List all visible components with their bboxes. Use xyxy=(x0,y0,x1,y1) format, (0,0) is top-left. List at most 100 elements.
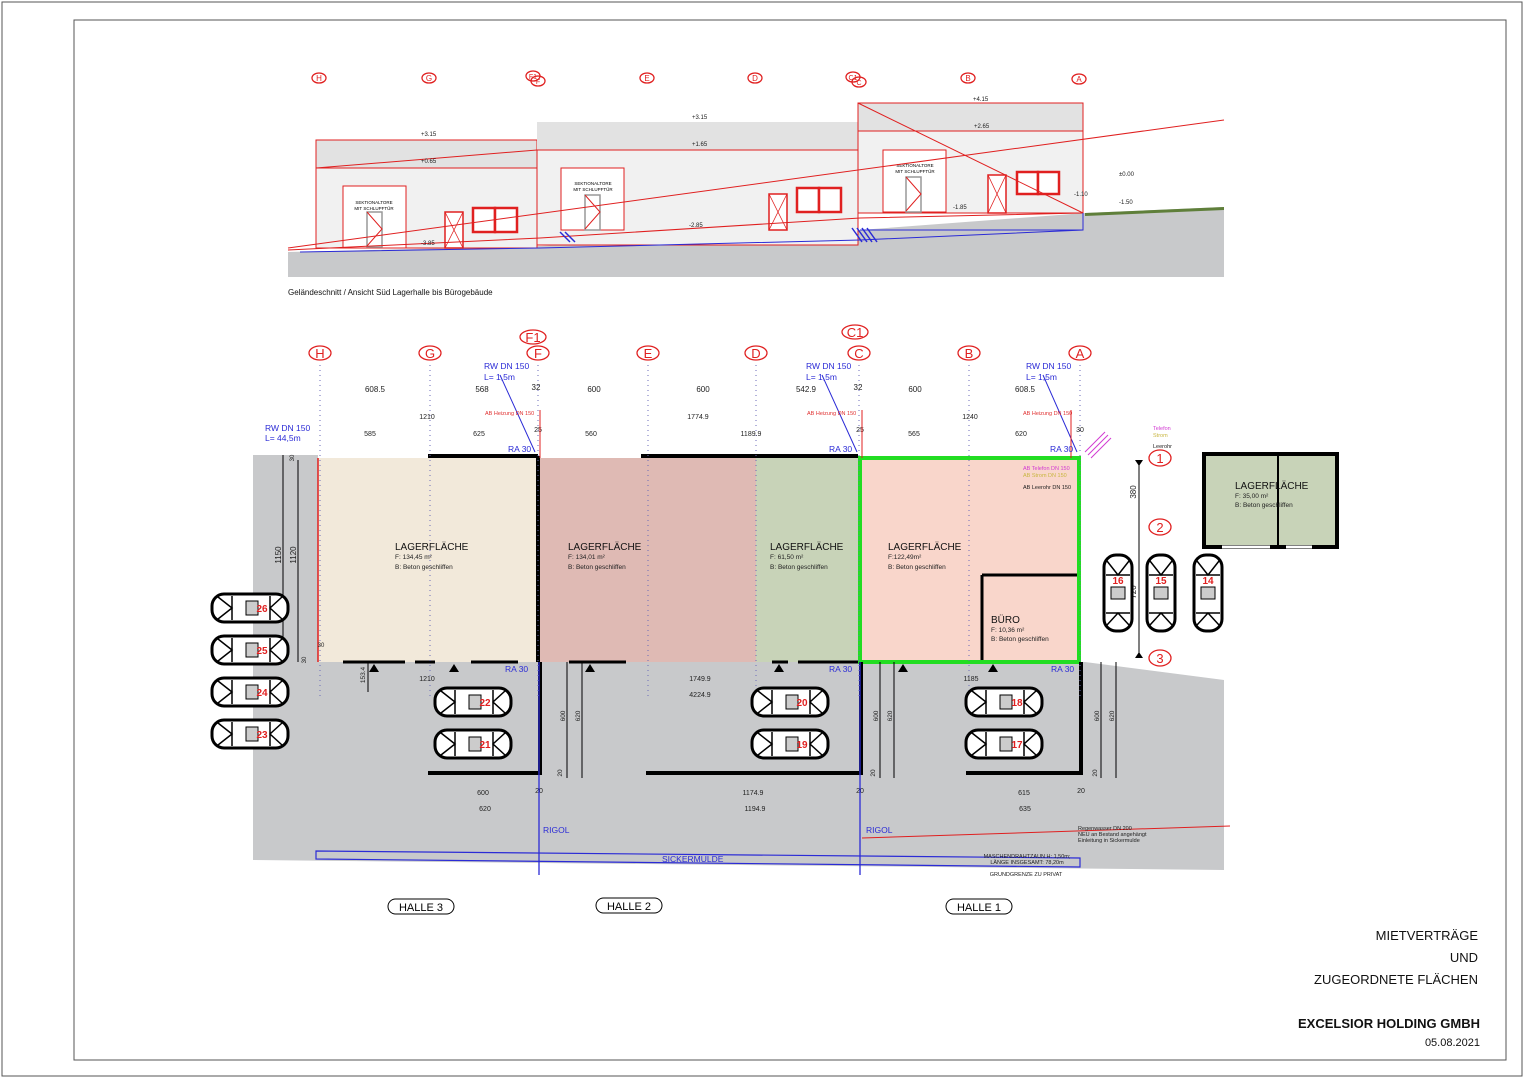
area-labels: LAGERFLÄCHE F: 134,45 m² B: Beton geschl… xyxy=(395,541,1049,643)
paved-area xyxy=(253,455,1224,870)
fence-note: MASCHENDRAHTZAUN H: 1,50m; xyxy=(984,854,1071,860)
dimension: 153.4 xyxy=(360,666,367,683)
parking-spaces: 26 25 24 23 22 21 20 19 18 17 16 15 14 xyxy=(210,553,1224,760)
title-block: MIETVERTRÄGE UND ZUGEORDNETE FLÄCHEN EXC… xyxy=(1298,928,1480,1049)
parking-number: 14 xyxy=(1202,576,1214,587)
axis-marker xyxy=(311,72,327,84)
area-floor: B: Beton geschliffen xyxy=(888,564,946,571)
dimension: 585 xyxy=(364,431,376,438)
level-label: +3.15 xyxy=(421,132,437,138)
parking-number: 22 xyxy=(479,698,491,709)
parking-number: 20 xyxy=(796,698,808,709)
dimension: 600 xyxy=(587,385,601,394)
dimension: 620 xyxy=(575,710,582,721)
axis-marker xyxy=(747,72,763,84)
area-size: F: 134,45 m² xyxy=(395,554,433,561)
axis-label: A xyxy=(1076,346,1085,361)
axis-label: G xyxy=(425,346,435,361)
sectional-door: SEKTIONALTORE MIT SCHLUPFTÜR xyxy=(342,185,407,249)
area-floor: B: Beton geschliffen xyxy=(568,564,626,571)
grid-row-label: 2 xyxy=(1156,520,1163,535)
parking-number: 25 xyxy=(256,646,268,657)
heating-pipe-label: AB Heizung DN 150 xyxy=(807,411,856,417)
dimension: 600 xyxy=(1094,710,1101,721)
axis-label: B xyxy=(965,346,974,361)
downpipe-length: L= 1,5m xyxy=(1026,372,1057,382)
level-label: +0.65 xyxy=(421,159,437,165)
walls xyxy=(343,454,1083,775)
dimension: 1194.9 xyxy=(745,806,766,813)
dimension: 1210 xyxy=(419,676,435,683)
dimension: 620 xyxy=(887,710,894,721)
dimension: 1150 xyxy=(274,546,283,564)
area-title: LAGERFLÄCHE xyxy=(568,541,642,553)
parking-car: 25 xyxy=(210,634,290,666)
dimension: 720 xyxy=(1129,585,1138,599)
dimension: 565 xyxy=(908,431,920,438)
rainwater-note: Einleitung in Sickermulde xyxy=(1078,838,1140,844)
parking-number: 26 xyxy=(256,604,268,615)
axis-label: H xyxy=(315,346,324,361)
parking-car: 17 xyxy=(964,728,1044,760)
downpipe-length: L= 44,5m xyxy=(265,433,301,443)
dimension: 608.5 xyxy=(365,385,386,394)
floor-plan: H G F1 F E D C1 C B A 1 2 3 608.5 568 32… xyxy=(210,324,1339,915)
area-title: BÜRO xyxy=(991,614,1020,626)
drain-label: RA 30 xyxy=(829,664,852,674)
rigol-label: RIGOL xyxy=(543,825,570,835)
plan-axes: H G F1 F E D C1 C B A 1 2 3 xyxy=(308,324,1172,667)
axis-marker xyxy=(851,76,867,88)
axis-label: H xyxy=(316,74,322,83)
dimension: 600 xyxy=(908,385,922,394)
drain-label: RA 30 xyxy=(508,444,531,454)
fence-note: LÄNGE INSGESAMT: 78,20m xyxy=(990,859,1064,866)
detached-storage: LAGERFLÄCHE F: 35,00 m² B: Beton geschli… xyxy=(1202,452,1339,549)
dimension: 620 xyxy=(479,806,491,813)
downpipe-length: L= 1,5m xyxy=(484,372,515,382)
dimension: 568 xyxy=(475,385,489,394)
dimension: 1185 xyxy=(963,676,978,683)
downpipe-label: RW DN 150 xyxy=(484,361,529,371)
elevation-caption: Geländeschnitt / Ansicht Süd Lagerhalle … xyxy=(288,288,493,297)
parking-car: 19 xyxy=(750,728,830,760)
grid-row-label: 1 xyxy=(1156,451,1163,466)
hall-label: HALLE 3 xyxy=(399,902,443,914)
title-line: ZUGEORDNETE FLÄCHEN xyxy=(1314,972,1478,987)
parking-number: 24 xyxy=(256,688,268,699)
dimension: 560 xyxy=(585,431,597,438)
axis-label: C xyxy=(854,346,863,361)
heating-pipe-label: AB Heizung DN 150 xyxy=(485,411,534,417)
axis-label: D xyxy=(752,74,758,83)
area-size: F: 35,00 m² xyxy=(1235,493,1269,500)
heating-pipe-label: AB Heizung DN 150 xyxy=(1023,411,1072,417)
dimension: 625 xyxy=(473,431,485,438)
area-title: LAGERFLÄCHE xyxy=(888,541,962,553)
sickermulde-label: SICKERMULDE xyxy=(662,854,724,864)
dimension: 1189.9 xyxy=(741,431,762,438)
downpipe-label: RW DN 150 xyxy=(265,423,310,433)
drainage: RW DN 150 L= 44,5m RW DN 150 L= 1,5m RW … xyxy=(265,361,1231,878)
hall-2-storage-green xyxy=(756,458,858,662)
title-line: MIETVERTRÄGE xyxy=(1376,928,1479,943)
dimension: 1774.9 xyxy=(687,414,709,421)
drain-label: RA 30 xyxy=(1050,444,1073,454)
axis-marker xyxy=(639,72,655,84)
area-title: LAGERFLÄCHE xyxy=(1235,480,1309,492)
dimension: 25 xyxy=(534,427,542,434)
elevation-axes: H G F1 F E D C1 C B A xyxy=(311,70,1087,88)
dimension: 1174.9 xyxy=(743,790,764,797)
parking-number: 16 xyxy=(1112,576,1124,587)
dimension: 30 xyxy=(318,643,325,649)
sectional-door: SEKTIONALTORE MIT SCHLUPFTÜR xyxy=(560,167,625,231)
dimensions-left: 1150 1120 30 30 30 xyxy=(274,454,325,663)
dimension: 1210 xyxy=(419,414,435,421)
dimension: 600 xyxy=(560,710,567,721)
axis-label: A xyxy=(1076,75,1082,84)
downpipe-label: RW DN 150 xyxy=(1026,361,1071,371)
area-floor: B: Beton geschliffen xyxy=(770,564,828,571)
parking-car: 23 xyxy=(210,718,290,750)
area-size: F: 134,01 m² xyxy=(568,554,606,561)
dimension: 4224.9 xyxy=(689,692,711,699)
dimension: 20 xyxy=(557,769,564,777)
